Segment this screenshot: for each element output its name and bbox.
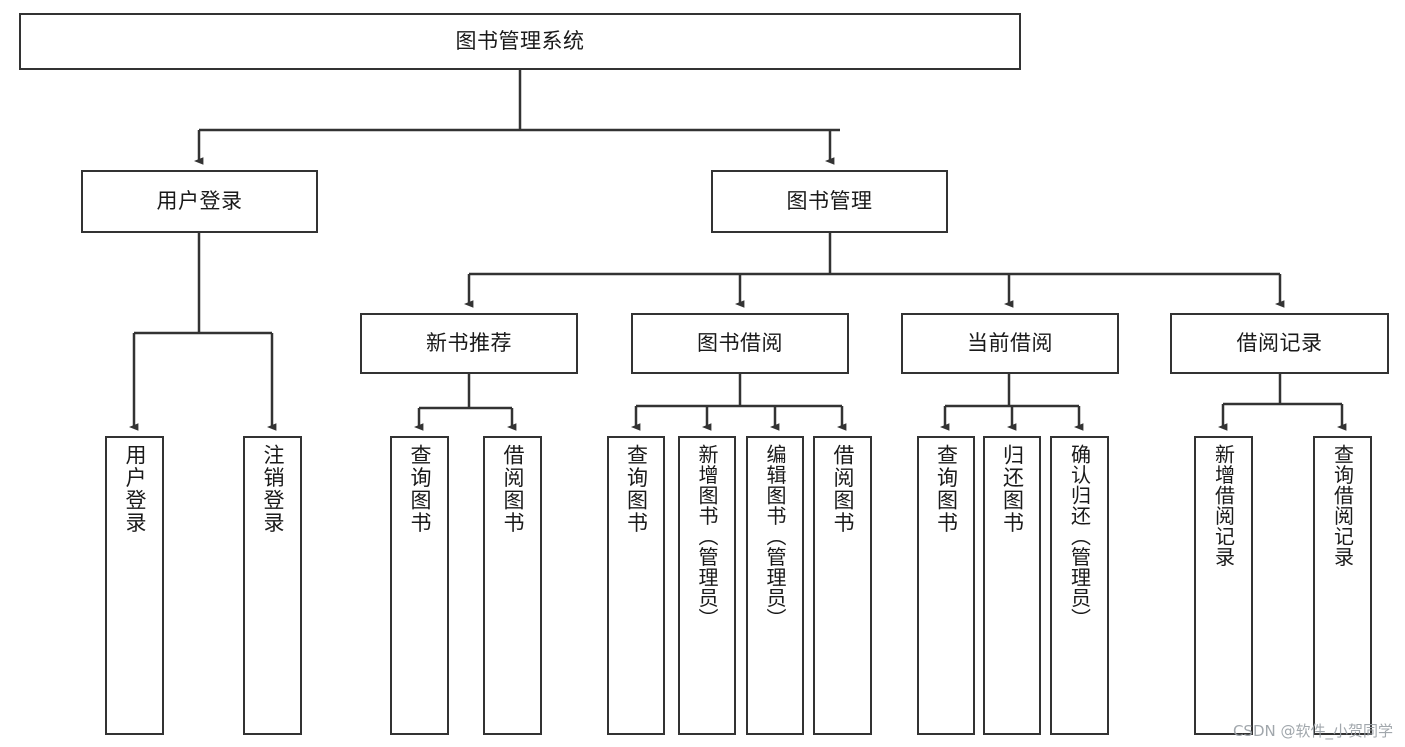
node-leaf-user-login[interactable]: 用户登录 xyxy=(105,436,164,735)
node-leaf-query-book-borrow[interactable]: 查询图书 xyxy=(607,436,665,735)
node-leaf-add-record-label: 新增借阅记录 xyxy=(1211,444,1236,567)
node-leaf-confirm-return-label: 确认归还（管理员） xyxy=(1067,444,1092,629)
node-new-book-recommend-label: 新书推荐 xyxy=(426,330,512,355)
node-current-borrow[interactable]: 当前借阅 xyxy=(901,313,1119,374)
node-leaf-add-record[interactable]: 新增借阅记录 xyxy=(1194,436,1253,735)
node-book-borrow-label: 图书借阅 xyxy=(697,330,783,355)
node-current-borrow-label: 当前借阅 xyxy=(967,330,1053,355)
node-leaf-query-record[interactable]: 查询借阅记录 xyxy=(1313,436,1372,735)
node-borrow-record-label: 借阅记录 xyxy=(1236,330,1323,355)
node-leaf-edit-book[interactable]: 编辑图书（管理员） xyxy=(746,436,804,735)
node-leaf-return-book[interactable]: 归还图书 xyxy=(983,436,1041,735)
node-leaf-query-book-rec[interactable]: 查询图书 xyxy=(390,436,449,735)
node-leaf-query-record-label: 查询借阅记录 xyxy=(1330,444,1355,567)
node-leaf-query-book-cur[interactable]: 查询图书 xyxy=(917,436,975,735)
node-borrow-record[interactable]: 借阅记录 xyxy=(1170,313,1389,374)
node-leaf-query-book-rec-label: 查询图书 xyxy=(408,444,432,534)
node-leaf-user-login-label: 用户登录 xyxy=(123,444,147,534)
node-book-manage-label: 图书管理 xyxy=(786,188,873,213)
node-new-book-recommend[interactable]: 新书推荐 xyxy=(360,313,578,374)
node-leaf-add-book[interactable]: 新增图书（管理员） xyxy=(678,436,736,735)
node-leaf-query-book-borrow-label: 查询图书 xyxy=(624,444,649,534)
csdn-watermark: CSDN @软件_小贺同学 xyxy=(1232,722,1393,740)
node-leaf-logout-label: 注销登录 xyxy=(261,444,285,534)
node-leaf-borrow-book-rec[interactable]: 借阅图书 xyxy=(483,436,542,735)
node-leaf-borrow-book-label: 借阅图书 xyxy=(831,444,855,534)
node-leaf-return-book-label: 归还图书 xyxy=(1000,444,1025,534)
node-leaf-borrow-book[interactable]: 借阅图书 xyxy=(813,436,872,735)
node-leaf-logout[interactable]: 注销登录 xyxy=(243,436,302,735)
node-leaf-borrow-book-rec-label: 借阅图书 xyxy=(501,444,525,534)
node-root-label: 图书管理系统 xyxy=(455,28,585,53)
node-leaf-query-book-cur-label: 查询图书 xyxy=(934,444,959,534)
node-user-login-label: 用户登录 xyxy=(156,188,243,213)
node-leaf-edit-book-label: 编辑图书（管理员） xyxy=(763,444,787,629)
node-user-login[interactable]: 用户登录 xyxy=(81,170,318,233)
node-root[interactable]: 图书管理系统 xyxy=(19,13,1021,70)
node-book-borrow[interactable]: 图书借阅 xyxy=(631,313,849,374)
node-leaf-add-book-label: 新增图书（管理员） xyxy=(695,444,719,629)
node-book-manage[interactable]: 图书管理 xyxy=(711,170,948,233)
node-leaf-confirm-return[interactable]: 确认归还（管理员） xyxy=(1050,436,1109,735)
